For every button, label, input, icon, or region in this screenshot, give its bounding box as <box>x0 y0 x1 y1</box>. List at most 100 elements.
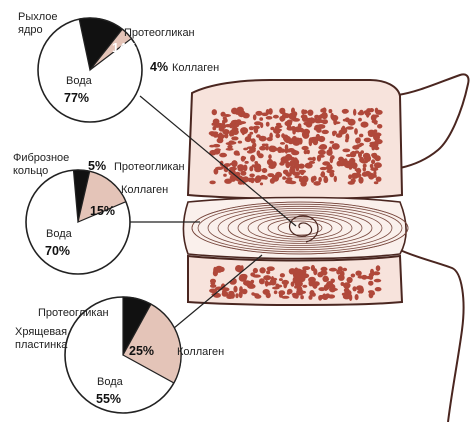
bone-pore <box>277 146 283 153</box>
bone-pore <box>263 175 268 180</box>
bone-pore <box>350 178 356 184</box>
bone-pore <box>350 150 357 158</box>
bone-pore <box>243 164 248 172</box>
bone-pore <box>330 112 335 120</box>
bone-pore <box>210 284 217 288</box>
bone-pore <box>244 160 249 164</box>
bone-pore <box>223 114 231 117</box>
bone-pore <box>369 163 374 169</box>
bone-pore <box>272 114 279 119</box>
bone-pore <box>308 139 313 147</box>
bone-pore <box>341 292 346 296</box>
bone-pore <box>321 112 328 120</box>
label-collagen-endplate: Коллаген <box>177 346 224 358</box>
bone-pore <box>329 286 336 293</box>
bone-pore <box>224 178 233 184</box>
bone-pore <box>222 129 230 135</box>
label-water-nucleus: Вода <box>66 75 93 87</box>
value-water-endplate: 55% <box>96 392 121 406</box>
bone-pore <box>228 140 235 145</box>
bone-pore <box>254 294 262 299</box>
bone-pore <box>263 275 272 281</box>
bone-pore <box>314 118 318 123</box>
bone-pore <box>308 160 316 164</box>
bone-pore <box>278 278 283 282</box>
bone-pore <box>368 291 374 299</box>
bone-pore <box>329 156 334 164</box>
bone-pore <box>352 286 357 292</box>
bone-pore <box>332 130 337 135</box>
bone-pore <box>279 107 286 115</box>
bone-pore <box>354 294 359 301</box>
annulus-ring <box>247 214 353 242</box>
bone-pore <box>333 175 337 183</box>
bone-pore <box>357 137 361 144</box>
bone-pore <box>336 269 341 275</box>
bone-pore <box>342 148 351 153</box>
bone-pore <box>339 270 345 278</box>
bone-pore <box>284 120 293 127</box>
leader-nucleus <box>139 95 297 227</box>
bone-pore <box>271 161 277 168</box>
annulus-ring <box>191 201 409 255</box>
bone-pore <box>291 107 295 114</box>
bone-pore <box>371 159 376 165</box>
bone-pore <box>375 109 383 115</box>
bone-pore <box>223 173 227 177</box>
bone-pore <box>373 278 382 283</box>
bone-pore <box>358 117 362 122</box>
pie-nucleus-pulposus <box>37 17 143 123</box>
leader-lines <box>128 95 297 339</box>
bone-pore <box>243 147 249 151</box>
bone-pore <box>212 143 221 148</box>
value-proteoglycan-nucleus: 14% <box>112 41 137 55</box>
bone-pore <box>362 163 367 168</box>
bone-pore <box>354 173 362 178</box>
structure-label-annulus-1: Фиброзное <box>13 152 69 164</box>
bone-pore <box>348 174 353 180</box>
bone-pore <box>294 269 299 274</box>
bone-pore <box>343 282 351 289</box>
bone-pore <box>247 133 252 138</box>
bone-pore <box>317 154 325 158</box>
label-collagen-annulus: Коллаген <box>121 184 168 196</box>
pie-slice-collagen <box>77 170 127 224</box>
bone-pore <box>229 124 234 129</box>
bone-pore <box>342 267 348 272</box>
bone-pore <box>368 280 374 286</box>
bone-pore <box>354 128 358 135</box>
leader-endplate <box>161 254 263 339</box>
value-water-nucleus: 77% <box>64 91 89 105</box>
bone-pore <box>323 176 329 184</box>
bone-pore <box>288 180 297 185</box>
bone-pore <box>241 273 248 280</box>
bone-pore <box>211 290 216 294</box>
bone-pore <box>333 121 341 125</box>
bone-pore <box>294 164 300 169</box>
bone-pore <box>258 135 267 142</box>
bone-pore <box>299 169 305 176</box>
bone-pore <box>314 137 323 141</box>
spine-illustration <box>182 73 470 422</box>
bone-pore <box>308 279 313 287</box>
bone-pore <box>257 153 264 159</box>
bone-pore <box>236 152 241 156</box>
bone-pore <box>212 122 218 126</box>
vertebral-process-lower <box>399 249 465 422</box>
bone-pore <box>285 153 293 161</box>
lower-cancellous-bone <box>209 264 382 301</box>
bone-pore <box>314 125 322 130</box>
annulus-ring <box>237 212 363 244</box>
bone-pore <box>268 108 273 115</box>
bone-pore <box>208 131 216 136</box>
bone-pore <box>259 182 264 186</box>
bone-pore <box>320 266 328 272</box>
bone-pore <box>340 127 345 132</box>
bone-pore <box>247 177 253 183</box>
bone-pore <box>373 162 382 169</box>
bone-pore <box>326 149 333 156</box>
bone-pore <box>259 145 267 151</box>
bone-pore <box>291 150 300 156</box>
bone-pore <box>249 131 254 135</box>
